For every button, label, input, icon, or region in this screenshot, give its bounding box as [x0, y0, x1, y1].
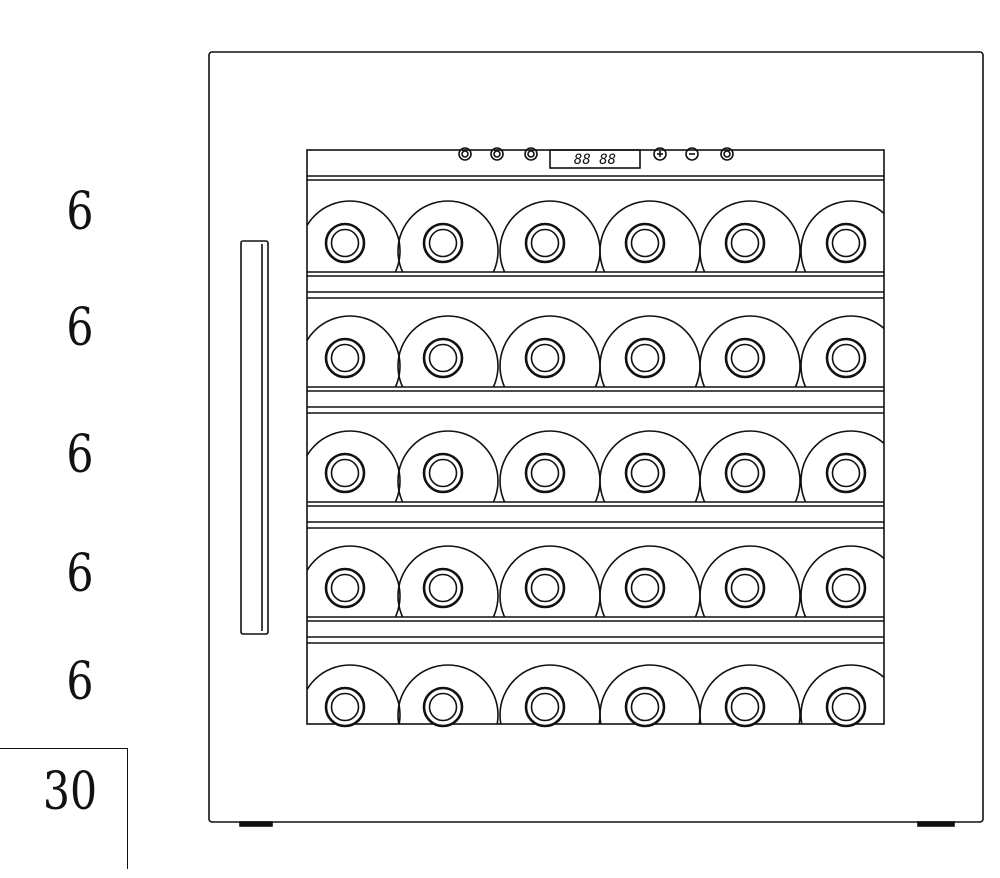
- bottle-cap-icon: [422, 686, 464, 728]
- bottle-cap-icon: [422, 452, 464, 494]
- control-buttons: [458, 147, 734, 161]
- wine-bottle: [699, 315, 801, 387]
- fan-button-icon[interactable]: [524, 147, 538, 161]
- bottle-cap-icon: [724, 337, 766, 379]
- bottle-cap-icon: [624, 686, 666, 728]
- bottle-cap-icon: [524, 337, 566, 379]
- wine-bottle: [800, 545, 884, 617]
- bottle-cap-icon: [825, 686, 867, 728]
- wine-bottle: [397, 545, 499, 617]
- display-readout: 88 88: [574, 152, 616, 168]
- bottle-cap-icon: [624, 337, 666, 379]
- shelf: [307, 430, 884, 529]
- shelf: [307, 664, 884, 728]
- shelf-2-count: 6: [66, 298, 94, 358]
- wine-bottle: [699, 430, 801, 502]
- shelf-1-count: 6: [66, 182, 94, 242]
- shelf-4-count: 6: [66, 544, 94, 604]
- bottle-cap-icon: [724, 686, 766, 728]
- total-capacity: 30: [42, 762, 98, 822]
- wine-bottle: [397, 315, 499, 387]
- wine-bottle: [397, 200, 499, 272]
- wine-bottle: [307, 315, 401, 387]
- shelf: [307, 545, 884, 644]
- bottle-cap-icon: [825, 222, 867, 264]
- bottle-cap-icon: [624, 222, 666, 264]
- cabinet-body: [208, 51, 984, 823]
- wine-bottle: [800, 664, 884, 724]
- set-button-icon[interactable]: [720, 147, 734, 161]
- wine-bottle: [800, 315, 884, 387]
- light-button-icon[interactable]: [458, 147, 472, 161]
- right-foot: [917, 821, 955, 827]
- wine-bottle: [307, 430, 401, 502]
- wine-bottle: [699, 200, 801, 272]
- bottle-cap-icon: [624, 567, 666, 609]
- shelf: [307, 200, 884, 299]
- wine-bottle: [307, 545, 401, 617]
- bottle-cap-icon: [324, 452, 366, 494]
- wine-bottle: [397, 430, 499, 502]
- temperature-display: [549, 149, 641, 169]
- bottle-cap-icon: [422, 337, 464, 379]
- wine-bottle: [307, 664, 401, 724]
- door-handle: [240, 240, 269, 635]
- shelf: [307, 315, 884, 414]
- bottle-cap-icon: [524, 567, 566, 609]
- bottle-cap-icon: [324, 222, 366, 264]
- bottle-cap-icon: [724, 222, 766, 264]
- wine-bottle: [397, 664, 499, 724]
- bottle-cap-icon: [825, 567, 867, 609]
- bottle-cap-icon: [422, 222, 464, 264]
- bottle-cap-icon: [724, 452, 766, 494]
- bottle-cap-icon: [324, 686, 366, 728]
- bottle-cap-icon: [524, 686, 566, 728]
- total-capacity-box: [0, 748, 128, 869]
- wine-bottle: [800, 200, 884, 272]
- bottle-cap-icon: [422, 567, 464, 609]
- bottle-cap-icon: [524, 222, 566, 264]
- wine-bottle: [800, 430, 884, 502]
- shelves: [307, 200, 884, 728]
- left-foot: [239, 821, 273, 827]
- bottle-cap-icon: [624, 452, 666, 494]
- shelf-3-count: 6: [66, 425, 94, 485]
- wine-bottle: [307, 200, 401, 272]
- minus-button-icon[interactable]: [685, 147, 699, 161]
- bottle-cap-icon: [324, 337, 366, 379]
- bottle-cap-icon: [524, 452, 566, 494]
- bottle-cap-icon: [825, 337, 867, 379]
- wine-bottle: [699, 545, 801, 617]
- bottle-cap-icon: [324, 567, 366, 609]
- bottle-cap-icon: [724, 567, 766, 609]
- bottle-cap-icon: [825, 452, 867, 494]
- plus-button-icon[interactable]: [653, 147, 667, 161]
- power-button-icon[interactable]: [490, 147, 504, 161]
- shelf-5-count: 6: [66, 652, 94, 712]
- wine-bottle: [699, 664, 801, 724]
